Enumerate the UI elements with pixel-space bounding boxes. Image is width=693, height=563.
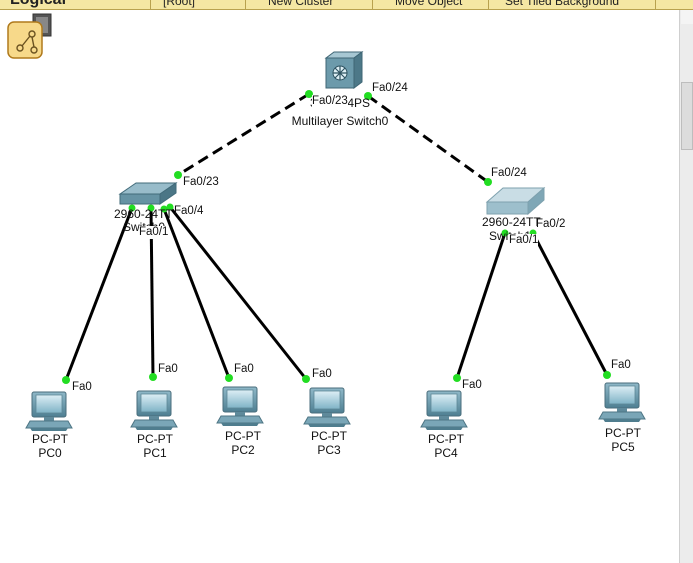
pc2-icon[interactable] <box>216 386 264 427</box>
workspace-toolbar: Logical [Root] New Cluster Move Object S… <box>0 0 693 10</box>
trunk-links <box>177 92 489 184</box>
pc3-icon[interactable] <box>303 387 351 428</box>
pc1-name-label: PC1 <box>143 446 167 460</box>
pc1-icon[interactable] <box>130 390 178 431</box>
pc0-type-label: PC-PT <box>32 432 68 446</box>
pc0-name-label: PC0 <box>38 446 62 460</box>
pc1-port-label: Fa0 <box>158 363 178 375</box>
toolbar-divider <box>150 0 151 9</box>
switch0-model-label: 2960-24TT <box>114 207 173 221</box>
pc5-type-label: PC-PT <box>605 426 641 440</box>
multilayer-switch-icon[interactable] <box>324 51 364 89</box>
pc3-type-label: PC-PT <box>311 429 347 443</box>
sw0-port-fa0-23-label: Fa0/23 <box>183 176 219 188</box>
switch1-model-label: 2960-24TT <box>482 215 541 229</box>
pc4-name-label: PC4 <box>434 446 458 460</box>
pc3-port-label: Fa0 <box>312 368 332 380</box>
pc0-port-label: Fa0 <box>72 381 92 393</box>
pc2-type-label: PC-PT <box>225 429 261 443</box>
logical-view-icon[interactable] <box>7 12 53 62</box>
move-object-button[interactable]: Move Object <box>395 0 463 8</box>
sw0-port-fa0-4-label: Fa0/4 <box>174 205 204 217</box>
pc4-icon[interactable] <box>420 390 468 431</box>
pc2-port-label: Fa0 <box>234 363 254 375</box>
set-tiled-background-button[interactable]: Set Tiled Background <box>505 0 620 8</box>
root-button[interactable]: [Root] <box>163 0 196 8</box>
sw1-port-fa0-1-label: Fa0/1 <box>509 234 539 247</box>
toolbar-divider <box>655 0 656 9</box>
scroll-up-button[interactable] <box>681 10 693 24</box>
toolbar-divider <box>488 0 489 9</box>
sw1-port-fa0-24-label: Fa0/24 <box>491 167 527 179</box>
pc2-name-label: PC2 <box>231 443 255 457</box>
toolbar-divider <box>372 0 373 9</box>
pc3-name-label: PC3 <box>317 443 341 457</box>
pc1-type-label: PC-PT <box>137 432 173 446</box>
pc5-icon[interactable] <box>598 382 646 423</box>
pc4-type-label: PC-PT <box>428 432 464 446</box>
switch1-icon[interactable] <box>485 186 546 216</box>
pc5-port-label: Fa0 <box>611 359 631 371</box>
sw1-port-fa0-2-label: Fa0/2 <box>536 218 566 230</box>
vertical-scrollbar[interactable] <box>679 10 693 563</box>
sw0-port-fa0-1-label: Fa0/1 <box>139 226 169 239</box>
switch0-icon[interactable] <box>118 182 178 205</box>
pc4-port-label: Fa0 <box>462 379 482 391</box>
access-links <box>64 206 609 381</box>
pc5-name-label: PC5 <box>611 440 635 454</box>
pc0-icon[interactable] <box>25 391 73 432</box>
msw-port-fa0-23-label: Fa0/23 <box>312 95 348 108</box>
logical-mode-tab[interactable]: Logical <box>10 0 66 9</box>
multilayer-switch-name-label: Multilayer Switch0 <box>291 114 389 128</box>
new-cluster-button[interactable]: New Cluster <box>268 0 334 8</box>
toolbar-divider <box>245 0 246 9</box>
msw-port-fa0-24-label: Fa0/24 <box>372 82 408 94</box>
